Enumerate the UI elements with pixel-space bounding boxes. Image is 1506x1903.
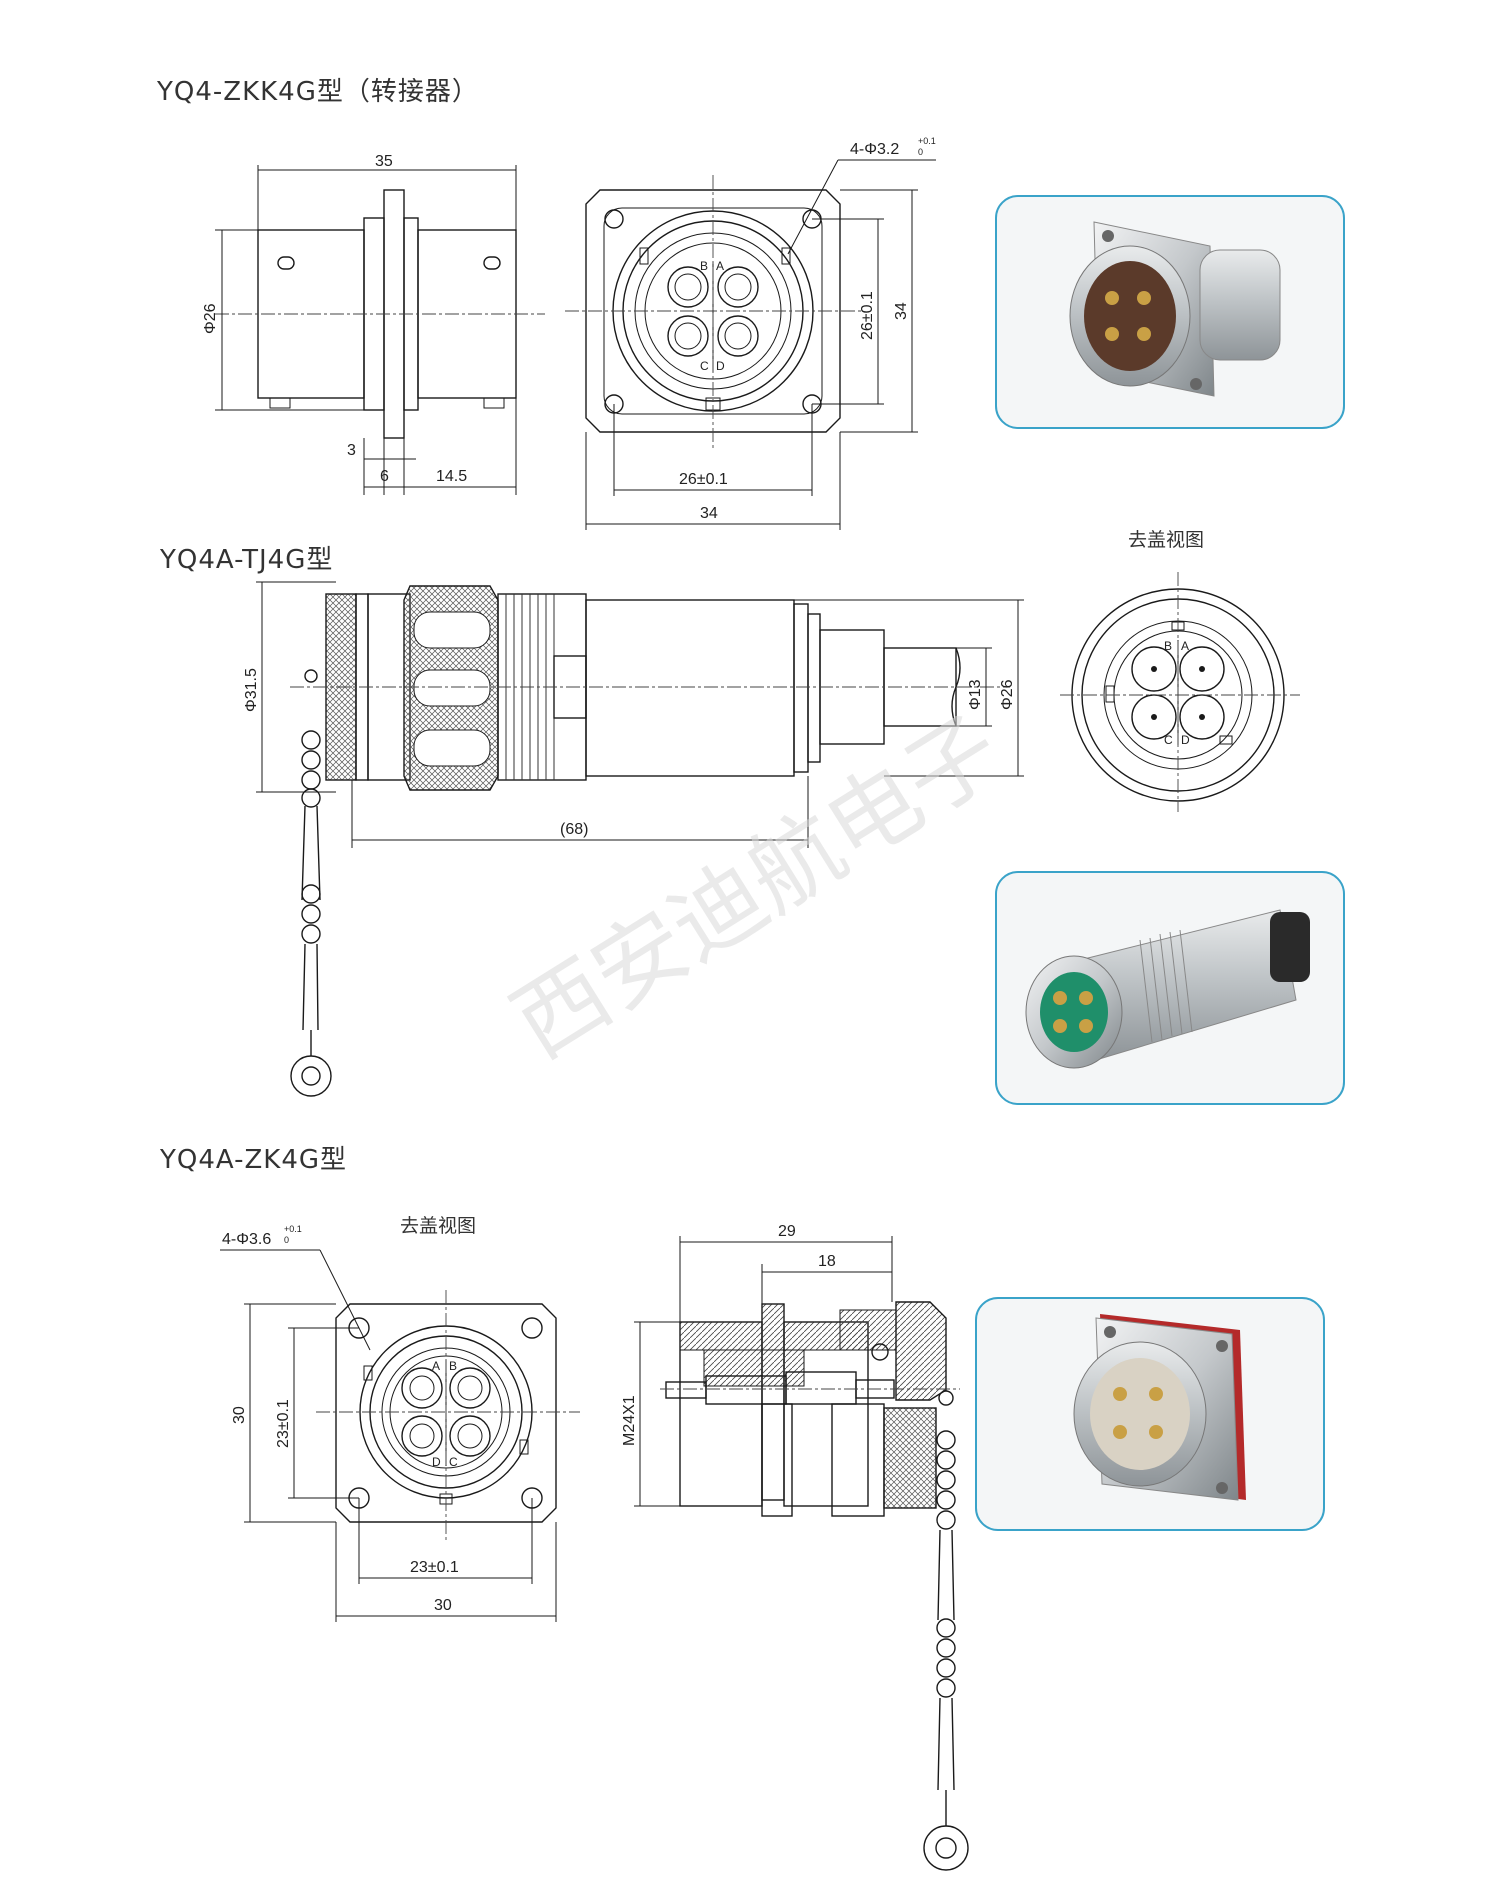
section1-title: YQ4-ZKK4G型（转接器）	[156, 77, 479, 107]
tol-plus-01: +0.1	[918, 136, 936, 146]
dim-34-v: 34	[893, 302, 910, 320]
section3-front-view: A B D C 4-Φ3.6 +0.1 0 30 23±0.1 23±0.1 3…	[220, 1224, 580, 1622]
tol3-plus-01: +0.1	[284, 1224, 302, 1234]
dim-3: 3	[347, 442, 356, 459]
section2-title: YQ4A-TJ4G型	[159, 545, 333, 575]
section3-title: YQ4A-ZK4G型	[159, 1145, 347, 1175]
pin-label-d: D	[716, 359, 725, 373]
photo-flange-receptacle	[975, 1297, 1325, 1531]
dim-18: 18	[818, 1253, 836, 1270]
pin2-label-c: C	[1164, 733, 1173, 747]
dim-34-h: 34	[700, 505, 718, 522]
dim-35: 35	[375, 153, 393, 170]
dim-29: 29	[778, 1223, 796, 1240]
pin3-label-d: D	[432, 1455, 441, 1469]
dim-26-h: 26±0.1	[679, 471, 728, 488]
dim-23-h: 23±0.1	[410, 1559, 459, 1576]
section2-view-label: 去盖视图	[1128, 529, 1204, 551]
dim-m24x1: M24X1	[621, 1395, 638, 1446]
tol-zero: 0	[918, 147, 923, 157]
dim-30-v: 30	[231, 1406, 248, 1424]
photo-flange-adapter	[995, 195, 1345, 429]
section3-view-label: 去盖视图	[400, 1215, 476, 1237]
pin3-label-a: A	[432, 1359, 440, 1373]
photo-cable-plug	[995, 871, 1345, 1105]
pin2-label-d: D	[1181, 733, 1190, 747]
tol3-zero: 0	[284, 1235, 289, 1245]
dim-6: 6	[380, 468, 389, 485]
pin-label-a: A	[716, 259, 724, 273]
dim-phi13: Φ13	[967, 679, 984, 710]
dim-phi26: Φ26	[202, 303, 219, 334]
pin-label-b: B	[700, 259, 708, 273]
dim-phi26-b: Φ26	[999, 679, 1016, 710]
pin2-label-a: A	[1181, 639, 1189, 653]
section2-front-view: B A C D	[1060, 572, 1300, 812]
watermark: 西安迪航电子	[495, 695, 1020, 1078]
section3-cross-section: 29 18 M24X1	[621, 1223, 969, 1871]
section1-front-view: B A C D 4-Φ3.2 +0.1 0 26±0.1 34 26±0.1 3…	[565, 136, 936, 530]
dim-30-h: 30	[434, 1597, 452, 1614]
pin2-label-b: B	[1164, 639, 1172, 653]
dim-68: (68)	[560, 821, 588, 838]
dim-4-phi3-6: 4-Φ3.6	[222, 1231, 271, 1248]
dim-4-phi3-2: 4-Φ3.2	[850, 141, 899, 158]
dim-phi31-5: Φ31.5	[243, 668, 260, 712]
dim-14-5: 14.5	[436, 468, 467, 485]
section1-side-view: 35 Φ26 3 6 14.5	[202, 153, 545, 495]
pin3-label-c: C	[449, 1455, 458, 1469]
dim-26-v: 26±0.1	[859, 291, 876, 340]
dim-23-v: 23±0.1	[275, 1399, 292, 1448]
pin3-label-b: B	[449, 1359, 457, 1373]
section2-side-view: Φ31.5 (68) Φ13 Φ26	[243, 581, 1024, 1097]
pin-label-c: C	[700, 359, 709, 373]
